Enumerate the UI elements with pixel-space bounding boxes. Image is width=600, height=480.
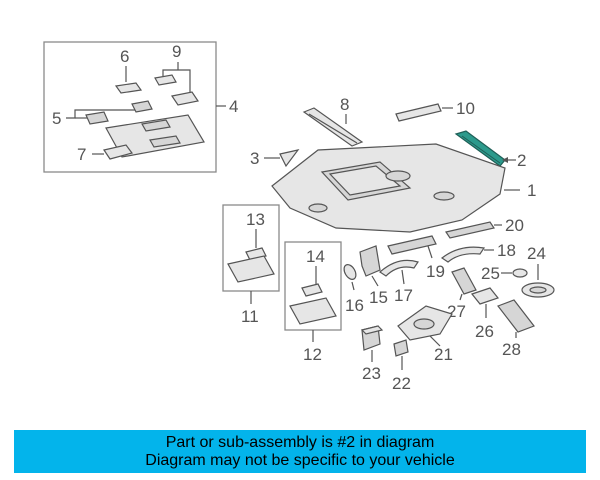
- callout-15: 15: [369, 288, 388, 307]
- leader-15: [371, 275, 379, 287]
- footer-line-2: Diagram may not be specific to your vehi…: [145, 451, 455, 469]
- callout-14: 14: [306, 247, 325, 266]
- part-24-lens: [529, 286, 547, 294]
- leader-27: [459, 293, 463, 301]
- leader-5: [66, 109, 135, 119]
- part-1-sunroof-inner: [328, 165, 402, 196]
- part-10-strip: [395, 103, 442, 122]
- leader-21: [429, 335, 441, 347]
- part-5-clip-a: [85, 111, 109, 125]
- callout-5: 5: [52, 109, 61, 128]
- callout-26: 26: [475, 322, 494, 341]
- part-16-clip: [343, 264, 357, 280]
- part-28-housing: [497, 299, 535, 333]
- callout-9: 9: [172, 42, 181, 61]
- part-15-bracket: [359, 245, 381, 277]
- part-8-rail-edge: [308, 113, 358, 144]
- part-17-handle: [379, 259, 419, 277]
- part-26-lamp: [470, 287, 500, 305]
- part-3-bracket: [279, 149, 300, 168]
- callout-20: 20: [505, 216, 524, 235]
- callout-4: 4: [229, 97, 238, 116]
- part-20-trim: [445, 221, 495, 239]
- parts-diagram: 4 6 9 5 7 8 10 2 3 1 20: [43, 41, 555, 393]
- part-7-lamp: [103, 144, 134, 160]
- part-1-rear-recess: [433, 191, 455, 201]
- part-5-clip-b: [131, 100, 153, 113]
- leader-9: [162, 69, 191, 92]
- callout-22: 22: [392, 374, 411, 393]
- footer-line-1: Part or sub-assembly is #2 in diagram: [165, 433, 435, 451]
- part-14-mirror: [301, 283, 323, 297]
- part-9-cover-a: [154, 74, 177, 86]
- callout-23: 23: [362, 364, 381, 383]
- callout-24: 24: [527, 244, 546, 263]
- callout-25: 25: [481, 264, 500, 283]
- part-6-cover: [114, 82, 143, 94]
- callout-21: 21: [434, 345, 453, 364]
- inset-panel-opening-b: [149, 135, 181, 148]
- callout-7: 7: [77, 145, 86, 164]
- callout-18: 18: [497, 241, 516, 260]
- callout-27: 27: [447, 302, 466, 321]
- inset-panel-opening-a: [141, 119, 171, 132]
- callout-1: 1: [527, 181, 536, 200]
- callout-10: 10: [456, 99, 475, 118]
- part-18-handle: [440, 246, 486, 263]
- leader-17: [401, 269, 405, 285]
- part-11-visor: [227, 255, 275, 283]
- part-8-rail: [302, 107, 364, 147]
- part-1-dome-recess: [385, 170, 411, 182]
- callout-3: 3: [250, 149, 259, 168]
- leader-16: [351, 281, 355, 291]
- callout-8: 8: [340, 95, 349, 114]
- part-9-cover-b: [171, 91, 199, 106]
- part-2-edge: [461, 135, 501, 164]
- callout-19: 19: [426, 262, 445, 281]
- callout-2: 2: [517, 151, 526, 170]
- leader-2-arrow: [502, 157, 508, 163]
- callout-17: 17: [394, 286, 413, 305]
- callout-11: 11: [241, 307, 259, 326]
- callout-28: 28: [502, 340, 521, 359]
- part-23-module-top: [360, 325, 384, 335]
- callout-16: 16: [345, 296, 364, 315]
- inset-box-sun-visor-parts: [43, 41, 217, 173]
- part-22-clip: [393, 339, 409, 357]
- callout-12: 12: [303, 345, 322, 364]
- part-21-lens: [413, 318, 435, 330]
- callout-13: 13: [246, 210, 265, 229]
- part-27-housing: [451, 267, 477, 295]
- footer-banner: Part or sub-assembly is #2 in diagram Di…: [14, 430, 586, 473]
- part-25-bulb: [512, 268, 528, 278]
- callout-6: 6: [120, 47, 129, 66]
- leader-19: [427, 245, 433, 259]
- part-19-bracket: [387, 235, 437, 255]
- part-12-visor: [289, 297, 337, 325]
- part-1-lamp-recess: [308, 203, 328, 213]
